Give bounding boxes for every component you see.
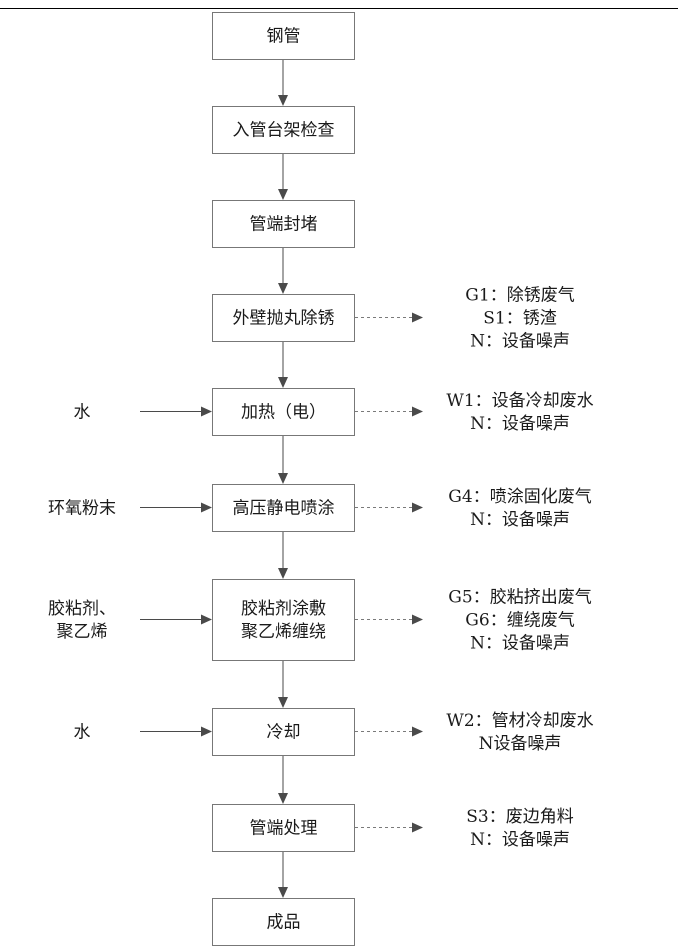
input-material-label: 聚乙烯 (57, 622, 108, 642)
arrow-head (201, 502, 212, 513)
process-step-box (212, 388, 355, 436)
input-material-label: 水 (74, 723, 91, 743)
pollutant-output-label: W2：管材冷却废水 (446, 711, 593, 731)
process-step: 管端处理 (212, 804, 355, 852)
process-step-box (212, 579, 355, 661)
pollutant-output: G4：喷涂固化废气 N：设备噪声 (448, 487, 591, 530)
process-step-label: 钢管 (267, 27, 301, 47)
arrow-head (278, 697, 288, 708)
pollutant-output-label: N：设备噪声 (470, 332, 570, 352)
process-step-label: 入管台架检查 (233, 121, 335, 141)
process-step-box (212, 200, 355, 248)
arrow-head (278, 189, 288, 200)
process-step: 高压静电喷涂 (212, 484, 355, 532)
pollutant-output-label: N：设备噪声 (470, 510, 570, 530)
arrow-head (412, 726, 423, 737)
arrow-head (201, 406, 212, 417)
process-step-label: 胶粘剂涂敷 (241, 599, 326, 619)
pollutant-output: S3：废边角料 N：设备噪声 (466, 807, 573, 850)
process-step-label: 管端处理 (250, 819, 318, 839)
process-step-box (212, 898, 355, 946)
process-step: 成品 (212, 898, 355, 946)
arrow-head (278, 283, 288, 294)
arrow-head (278, 377, 288, 388)
arrow-head (201, 726, 212, 737)
pollutant-output-label: G1：除锈废气 (465, 286, 574, 306)
pollutant-output: G5：胶粘挤出废气 G6：缠绕废气 N：设备噪声 (448, 588, 591, 654)
arrow-head (412, 406, 423, 417)
process-step-label: 聚乙烯缠绕 (241, 622, 326, 642)
pollutant-output-label: N设备噪声 (479, 734, 562, 754)
arrow-head (412, 502, 423, 513)
process-step-box (212, 708, 355, 756)
process-step-label: 加热（电） (241, 403, 326, 423)
pollutant-output-label: W1：设备冷却废水 (446, 391, 593, 411)
process-step-box (212, 12, 355, 60)
process-step-box (212, 106, 355, 154)
input-material: 胶粘剂、聚乙烯 (48, 599, 116, 642)
process-step-box (212, 484, 355, 532)
arrow-head (278, 95, 288, 106)
pollutant-output-label: N：设备噪声 (470, 830, 570, 850)
pollutant-output: W2：管材冷却废水 N设备噪声 (446, 711, 593, 754)
process-step: 管端封堵 (212, 200, 355, 248)
input-material: 环氧粉末 (48, 499, 116, 519)
input-material-label: 胶粘剂、 (48, 599, 116, 619)
process-step: 入管台架检查 (212, 106, 355, 154)
pollutant-output: G1：除锈废气 S1：锈渣 N：设备噪声 (465, 286, 574, 352)
arrow-head (201, 614, 212, 625)
arrow-head (278, 887, 288, 898)
pollutant-output-label: N：设备噪声 (470, 634, 570, 654)
pollutant-output-label: G5：胶粘挤出废气 (448, 588, 591, 608)
arrow-head (412, 822, 423, 833)
arrow-head (412, 312, 423, 323)
process-step-label: 高压静电喷涂 (233, 499, 335, 519)
process-step-box (212, 804, 355, 852)
input-material-label: 水 (74, 403, 91, 423)
process-step: 钢管 (212, 12, 355, 60)
process-step: 加热（电） (212, 388, 355, 436)
pollutant-output-label: G4：喷涂固化废气 (448, 487, 591, 507)
arrow-head (278, 568, 288, 579)
input-material: 水 (74, 403, 91, 423)
process-step-label: 管端封堵 (250, 215, 318, 235)
arrow-head (278, 473, 288, 484)
flow-connectors (140, 59, 423, 898)
pollutant-output-label: S3：废边角料 (466, 807, 573, 827)
pollutant-output-label: S1：锈渣 (483, 309, 556, 329)
process-step: 冷却 (212, 708, 355, 756)
arrow-head (278, 793, 288, 804)
pollutant-outputs: G1：除锈废气S1：锈渣N：设备噪声W1：设备冷却废水N：设备噪声G4：喷涂固化… (446, 286, 593, 851)
process-step-label: 外壁抛丸除锈 (233, 309, 335, 329)
input-material: 水 (74, 723, 91, 743)
pollutant-output-label: N：设备噪声 (470, 414, 570, 434)
pollutant-output-label: G6：缠绕废气 (465, 611, 574, 631)
pollutant-output: W1：设备冷却废水 N：设备噪声 (446, 391, 593, 434)
process-step-label: 冷却 (267, 723, 301, 743)
arrow-head (412, 614, 423, 625)
process-step-box (212, 294, 355, 342)
input-material-label: 环氧粉末 (48, 499, 116, 519)
process-step: 外壁抛丸除锈 (212, 294, 355, 342)
process-step-label: 成品 (267, 913, 301, 933)
